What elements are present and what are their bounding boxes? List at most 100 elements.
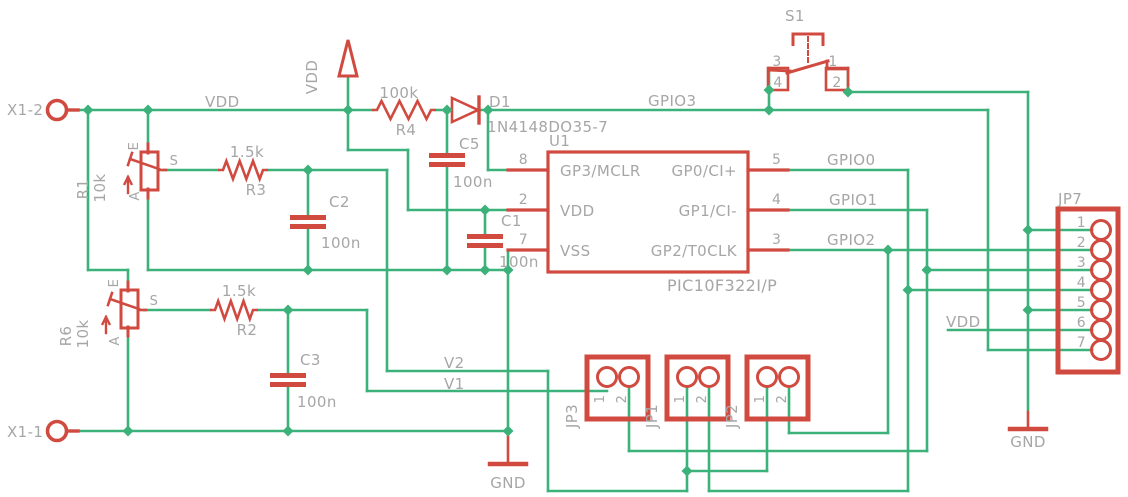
jumper-JP1[interactable] (664, 354, 731, 422)
jp1-pin-2: 2 (695, 395, 710, 404)
s1-pin-1: 1 (828, 54, 837, 70)
header-pin-6[interactable] (1090, 319, 1112, 341)
junction-dot (82, 104, 94, 116)
header-pin-3[interactable] (1090, 259, 1112, 281)
jumper-pin-1[interactable] (676, 366, 698, 388)
r1-term-a: A (128, 191, 143, 200)
capacitor-plate (270, 382, 306, 387)
ref-jp2: JP2 (723, 404, 741, 429)
r1-term-s: S (170, 154, 179, 169)
jumper-pin-2[interactable] (698, 366, 720, 388)
trimmer-body (139, 150, 160, 192)
ref-r6: R6 (57, 326, 75, 347)
gnd-label-right: GND (1010, 433, 1046, 451)
value-c2: 100n (321, 234, 361, 252)
u1-pin-2: 2 (519, 192, 528, 208)
net-label-v1: V1 (444, 375, 465, 393)
trimmer-R6[interactable] (100, 280, 148, 338)
jumper-body (584, 354, 651, 422)
ref-r2: R2 (237, 321, 258, 339)
resistor-R2[interactable] (210, 297, 258, 323)
junction-dot (441, 264, 453, 276)
jumper-pin-1[interactable] (756, 366, 778, 388)
switch-pin-box (824, 66, 850, 92)
capacitor-C1[interactable] (467, 234, 503, 248)
net-label-v2: V2 (444, 354, 465, 372)
junction-dot (921, 264, 933, 276)
ref-jp1: JP1 (643, 404, 661, 429)
gnd-GND-center[interactable] (487, 431, 529, 467)
pad-X1-1[interactable] (45, 419, 80, 443)
header-pin-4[interactable] (1090, 279, 1112, 301)
pad-ring (45, 98, 69, 122)
capacitor-plate (429, 153, 465, 158)
resistor-R3[interactable] (218, 157, 268, 183)
vddarrow-VDD-supply[interactable] (337, 39, 359, 78)
header-pin-7[interactable] (1090, 339, 1112, 361)
jp7-pin-2: 2 (1077, 235, 1086, 251)
ref-u1: U1 (549, 132, 570, 150)
shape-line (126, 151, 134, 167)
junction-dot (282, 304, 294, 316)
capacitor-plate (467, 234, 503, 239)
header-pin-5[interactable] (1090, 299, 1112, 321)
jumper-pin-2[interactable] (778, 366, 800, 388)
jp2-pin-1: 1 (753, 395, 768, 404)
gnd-GND-right[interactable] (1007, 410, 1049, 432)
header-pin-2[interactable] (1090, 239, 1112, 261)
shape-line (785, 59, 830, 75)
junction-dot (482, 104, 494, 116)
junction-dot (763, 104, 775, 116)
junction-dot (502, 425, 514, 437)
capacitor-plate (270, 373, 306, 378)
value-r1: 10k (91, 174, 109, 203)
header-body (1055, 206, 1121, 375)
r6-term-a: A (108, 336, 123, 345)
junction-dot (763, 84, 775, 96)
ref-r1: R1 (74, 179, 92, 200)
gnd-label-center: GND (490, 474, 526, 492)
jumper-JP3[interactable] (584, 354, 651, 422)
resistor-zigzag (218, 157, 268, 183)
resistor-R4[interactable] (372, 98, 436, 122)
capacitor-C2[interactable] (290, 215, 326, 229)
junction-dot (902, 284, 914, 296)
trimmer-R1[interactable] (122, 142, 168, 200)
ic-U1[interactable] (506, 150, 790, 274)
u1-pinname-gp2: GP2/T0CLK (651, 242, 738, 260)
junction-dot (842, 86, 854, 98)
switch-pin-box (766, 66, 790, 92)
s1-pin-3: 3 (772, 54, 781, 70)
jumper-pin-1[interactable] (596, 366, 618, 388)
net-label-vdd-jp7: VDD (946, 313, 981, 331)
jp7-pin-5: 5 (1077, 295, 1086, 311)
ref-c3: C3 (300, 351, 321, 369)
jumper-body (744, 354, 811, 422)
pad-label-x1-1: X1-1 (7, 423, 43, 441)
pad-label-x1-2: X1-2 (7, 101, 43, 119)
jp1-pin-1: 1 (673, 395, 688, 404)
resistor-zigzag (372, 98, 436, 122)
jumper-JP2[interactable] (744, 354, 811, 422)
capacitor-C5[interactable] (429, 153, 465, 167)
junction-dot (1022, 224, 1034, 236)
jp7-pin-1: 1 (1077, 215, 1086, 231)
jp7-pin-3: 3 (1077, 255, 1086, 271)
jumper-pin-2[interactable] (618, 366, 640, 388)
shape-line (106, 291, 114, 307)
pad-ring (45, 419, 69, 443)
value-d1: 1N4148DO35-7 (487, 118, 608, 136)
switch-S1[interactable] (766, 32, 850, 92)
pad-X1-2[interactable] (45, 98, 80, 122)
junction-dot (302, 164, 314, 176)
r1-term-e: E (127, 142, 142, 151)
header-pin-1[interactable] (1090, 219, 1112, 241)
diode-D1[interactable] (450, 95, 482, 125)
junction-dot (502, 264, 514, 276)
capacitor-C3[interactable] (270, 373, 306, 387)
shape-line (767, 68, 792, 73)
header7-JP7[interactable] (1055, 206, 1121, 375)
